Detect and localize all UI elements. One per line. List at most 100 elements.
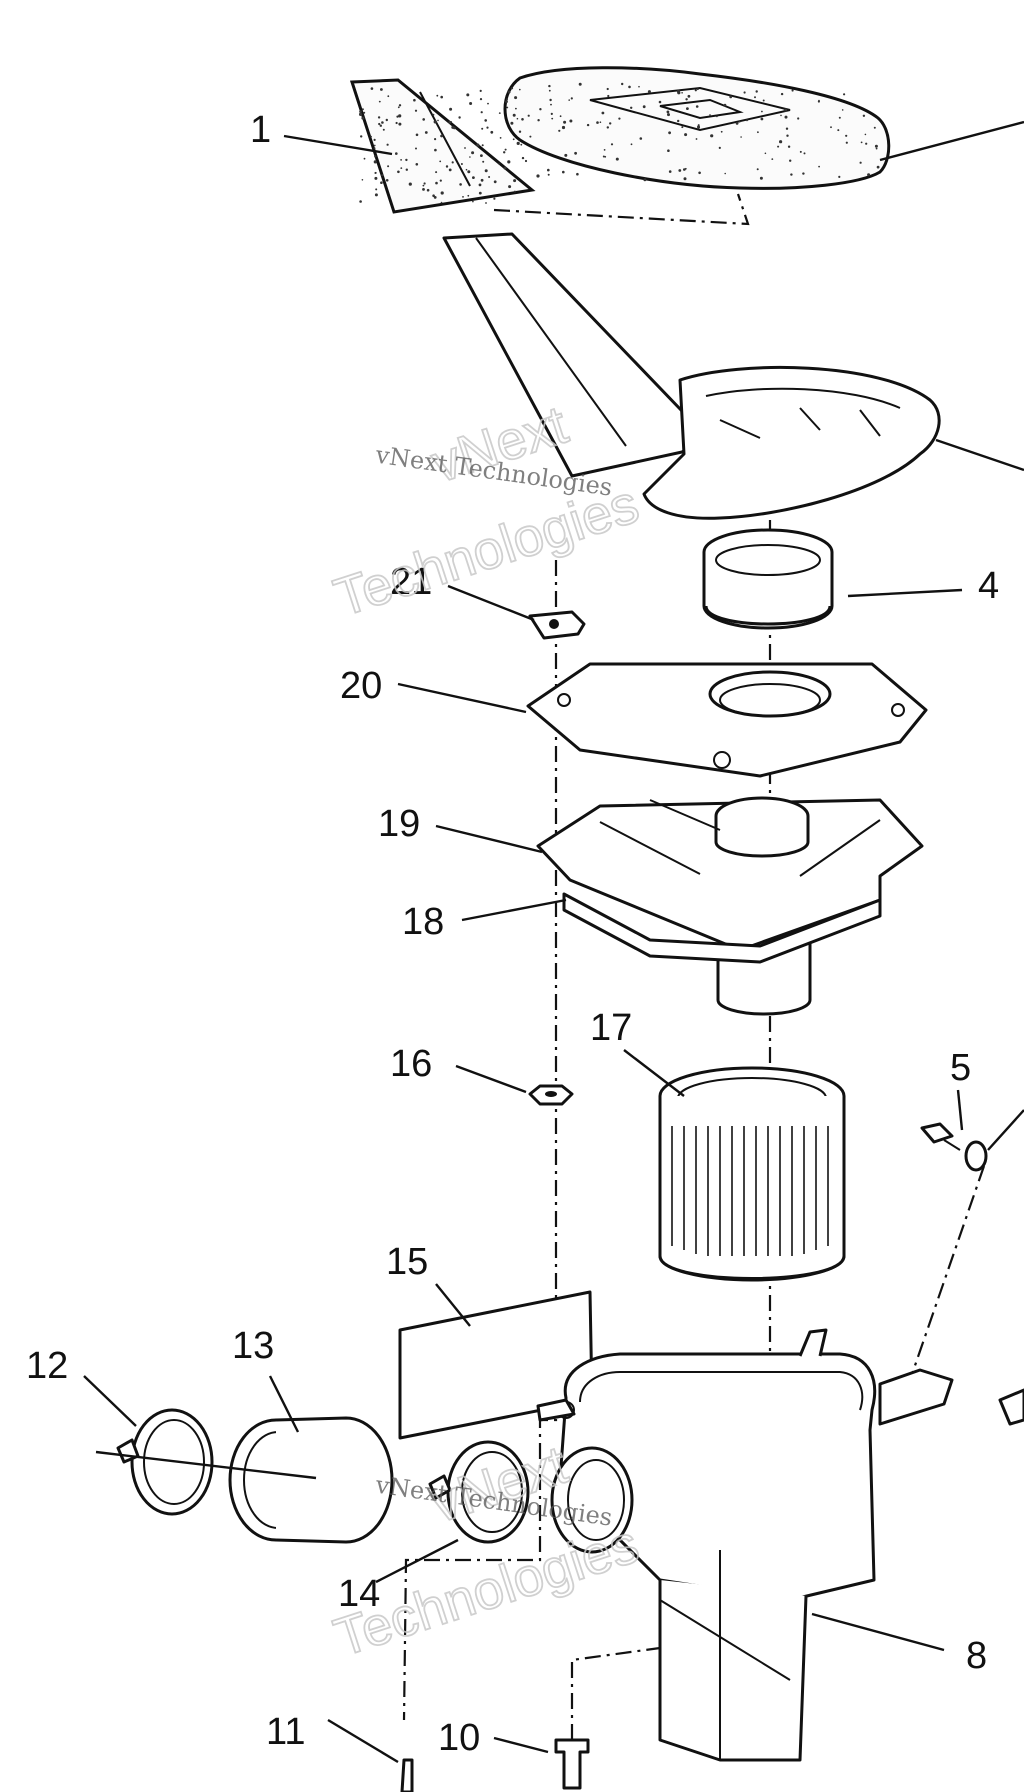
foam-speckle — [790, 173, 793, 176]
clamp-part-12 — [95, 1408, 317, 1516]
foam-speckle — [610, 143, 614, 146]
foam-speckle — [777, 145, 780, 148]
foam-speckle — [465, 168, 468, 171]
foam-speckle — [464, 147, 466, 149]
foam-speckle — [735, 122, 739, 125]
foam-speckle — [374, 155, 377, 158]
bolt-part-10 — [554, 1646, 661, 1790]
foam-speckle — [435, 171, 438, 174]
foam-speckle — [696, 88, 699, 91]
foam-speckle — [510, 87, 514, 90]
foam-speckle — [374, 176, 378, 180]
foam-speckle — [536, 174, 540, 178]
foam-speckle — [381, 121, 384, 124]
foam-speckle — [499, 137, 502, 139]
foam-speckle — [440, 134, 443, 138]
foam-speckle — [606, 87, 609, 91]
foam-speckle — [479, 98, 483, 101]
foam-speckle — [448, 168, 452, 172]
foam-speckle — [381, 174, 384, 177]
foam-speckle — [642, 105, 646, 109]
foam-speckle — [779, 140, 783, 144]
foam-speckle — [561, 125, 566, 130]
foam-speckle — [435, 181, 438, 185]
foam-fin-part-1 — [349, 78, 750, 226]
foam-speckle — [771, 158, 774, 161]
foam-speckle — [485, 202, 487, 204]
foam-speckle — [576, 172, 579, 176]
foam-speckle — [756, 168, 759, 171]
foam-speckle — [529, 135, 532, 138]
filter-element-part-17 — [658, 1066, 846, 1282]
foam-speckle — [787, 145, 791, 148]
foam-speckle — [432, 194, 435, 197]
foam-speckle — [375, 188, 378, 191]
foam-speckle — [395, 152, 398, 155]
foam-speckle — [518, 130, 522, 133]
callout-19: 19 — [378, 803, 420, 845]
foam-speckle — [639, 137, 643, 140]
foam-speckle — [488, 176, 491, 178]
bolt-washer-part-5 — [908, 1122, 988, 1381]
foam-speckle — [621, 82, 624, 86]
foam-speckle — [503, 166, 507, 170]
foam-speckle — [385, 118, 388, 122]
foam-speckle — [563, 120, 567, 124]
foam-speckle — [437, 119, 439, 122]
foam-speckle — [377, 116, 381, 119]
foam-speckle — [387, 95, 390, 98]
foam-speckle — [506, 106, 509, 109]
foam-speckle — [373, 138, 376, 141]
foam-speckle — [374, 193, 378, 197]
foam-speckle — [762, 99, 765, 102]
foam-speckle — [508, 185, 512, 189]
callout-15: 15 — [386, 1241, 428, 1283]
coupler-part-4 — [702, 528, 834, 630]
foam-speckle — [433, 196, 437, 199]
foam-speckle — [841, 109, 844, 111]
foam-speckle — [817, 100, 821, 103]
foam-speckle — [695, 105, 699, 108]
callout-11: 11 — [266, 1711, 305, 1753]
foam-speckle — [520, 143, 523, 146]
foam-speckle — [521, 156, 525, 160]
foam-speckle — [602, 155, 605, 158]
foam-speckle — [684, 133, 688, 137]
foam-speckle — [405, 158, 408, 162]
foam-speckle — [370, 87, 374, 90]
foam-speckle — [433, 120, 437, 124]
foam-speckle — [451, 161, 454, 164]
callout-5: 5 — [950, 1047, 971, 1089]
foam-speckle — [467, 170, 471, 174]
bolt-axis-line — [402, 560, 558, 1721]
foam-speckle — [684, 167, 687, 170]
foam-speckle — [562, 170, 565, 174]
foam-speckle — [716, 115, 718, 118]
foam-speckle — [374, 144, 376, 147]
foam-speckle — [510, 121, 514, 125]
foam-speckle — [607, 94, 610, 98]
foam-speckle — [818, 165, 820, 168]
foam-speckle — [415, 147, 417, 150]
callout-16: 16 — [390, 1043, 432, 1085]
foam-speckle — [451, 125, 455, 129]
foam-speckle — [466, 93, 470, 97]
foam-speckle — [386, 143, 389, 146]
foam-speckle — [374, 171, 377, 174]
foam-speckle — [799, 150, 802, 153]
foam-speckle — [481, 127, 484, 130]
foam-speckle — [359, 112, 363, 116]
foam-speckle — [666, 110, 670, 114]
foam-speckle — [609, 122, 612, 125]
foam-speckle — [361, 108, 364, 111]
foam-speckle — [498, 163, 500, 165]
foam-speckle — [548, 84, 551, 88]
foam-speckle — [479, 89, 482, 92]
foam-speckle — [503, 151, 506, 154]
foam-speckle — [527, 114, 530, 117]
foam-speckle — [743, 91, 746, 94]
foam-speckle — [387, 165, 390, 168]
callout-21: 21 — [390, 561, 432, 603]
foam-speckle — [838, 175, 841, 178]
